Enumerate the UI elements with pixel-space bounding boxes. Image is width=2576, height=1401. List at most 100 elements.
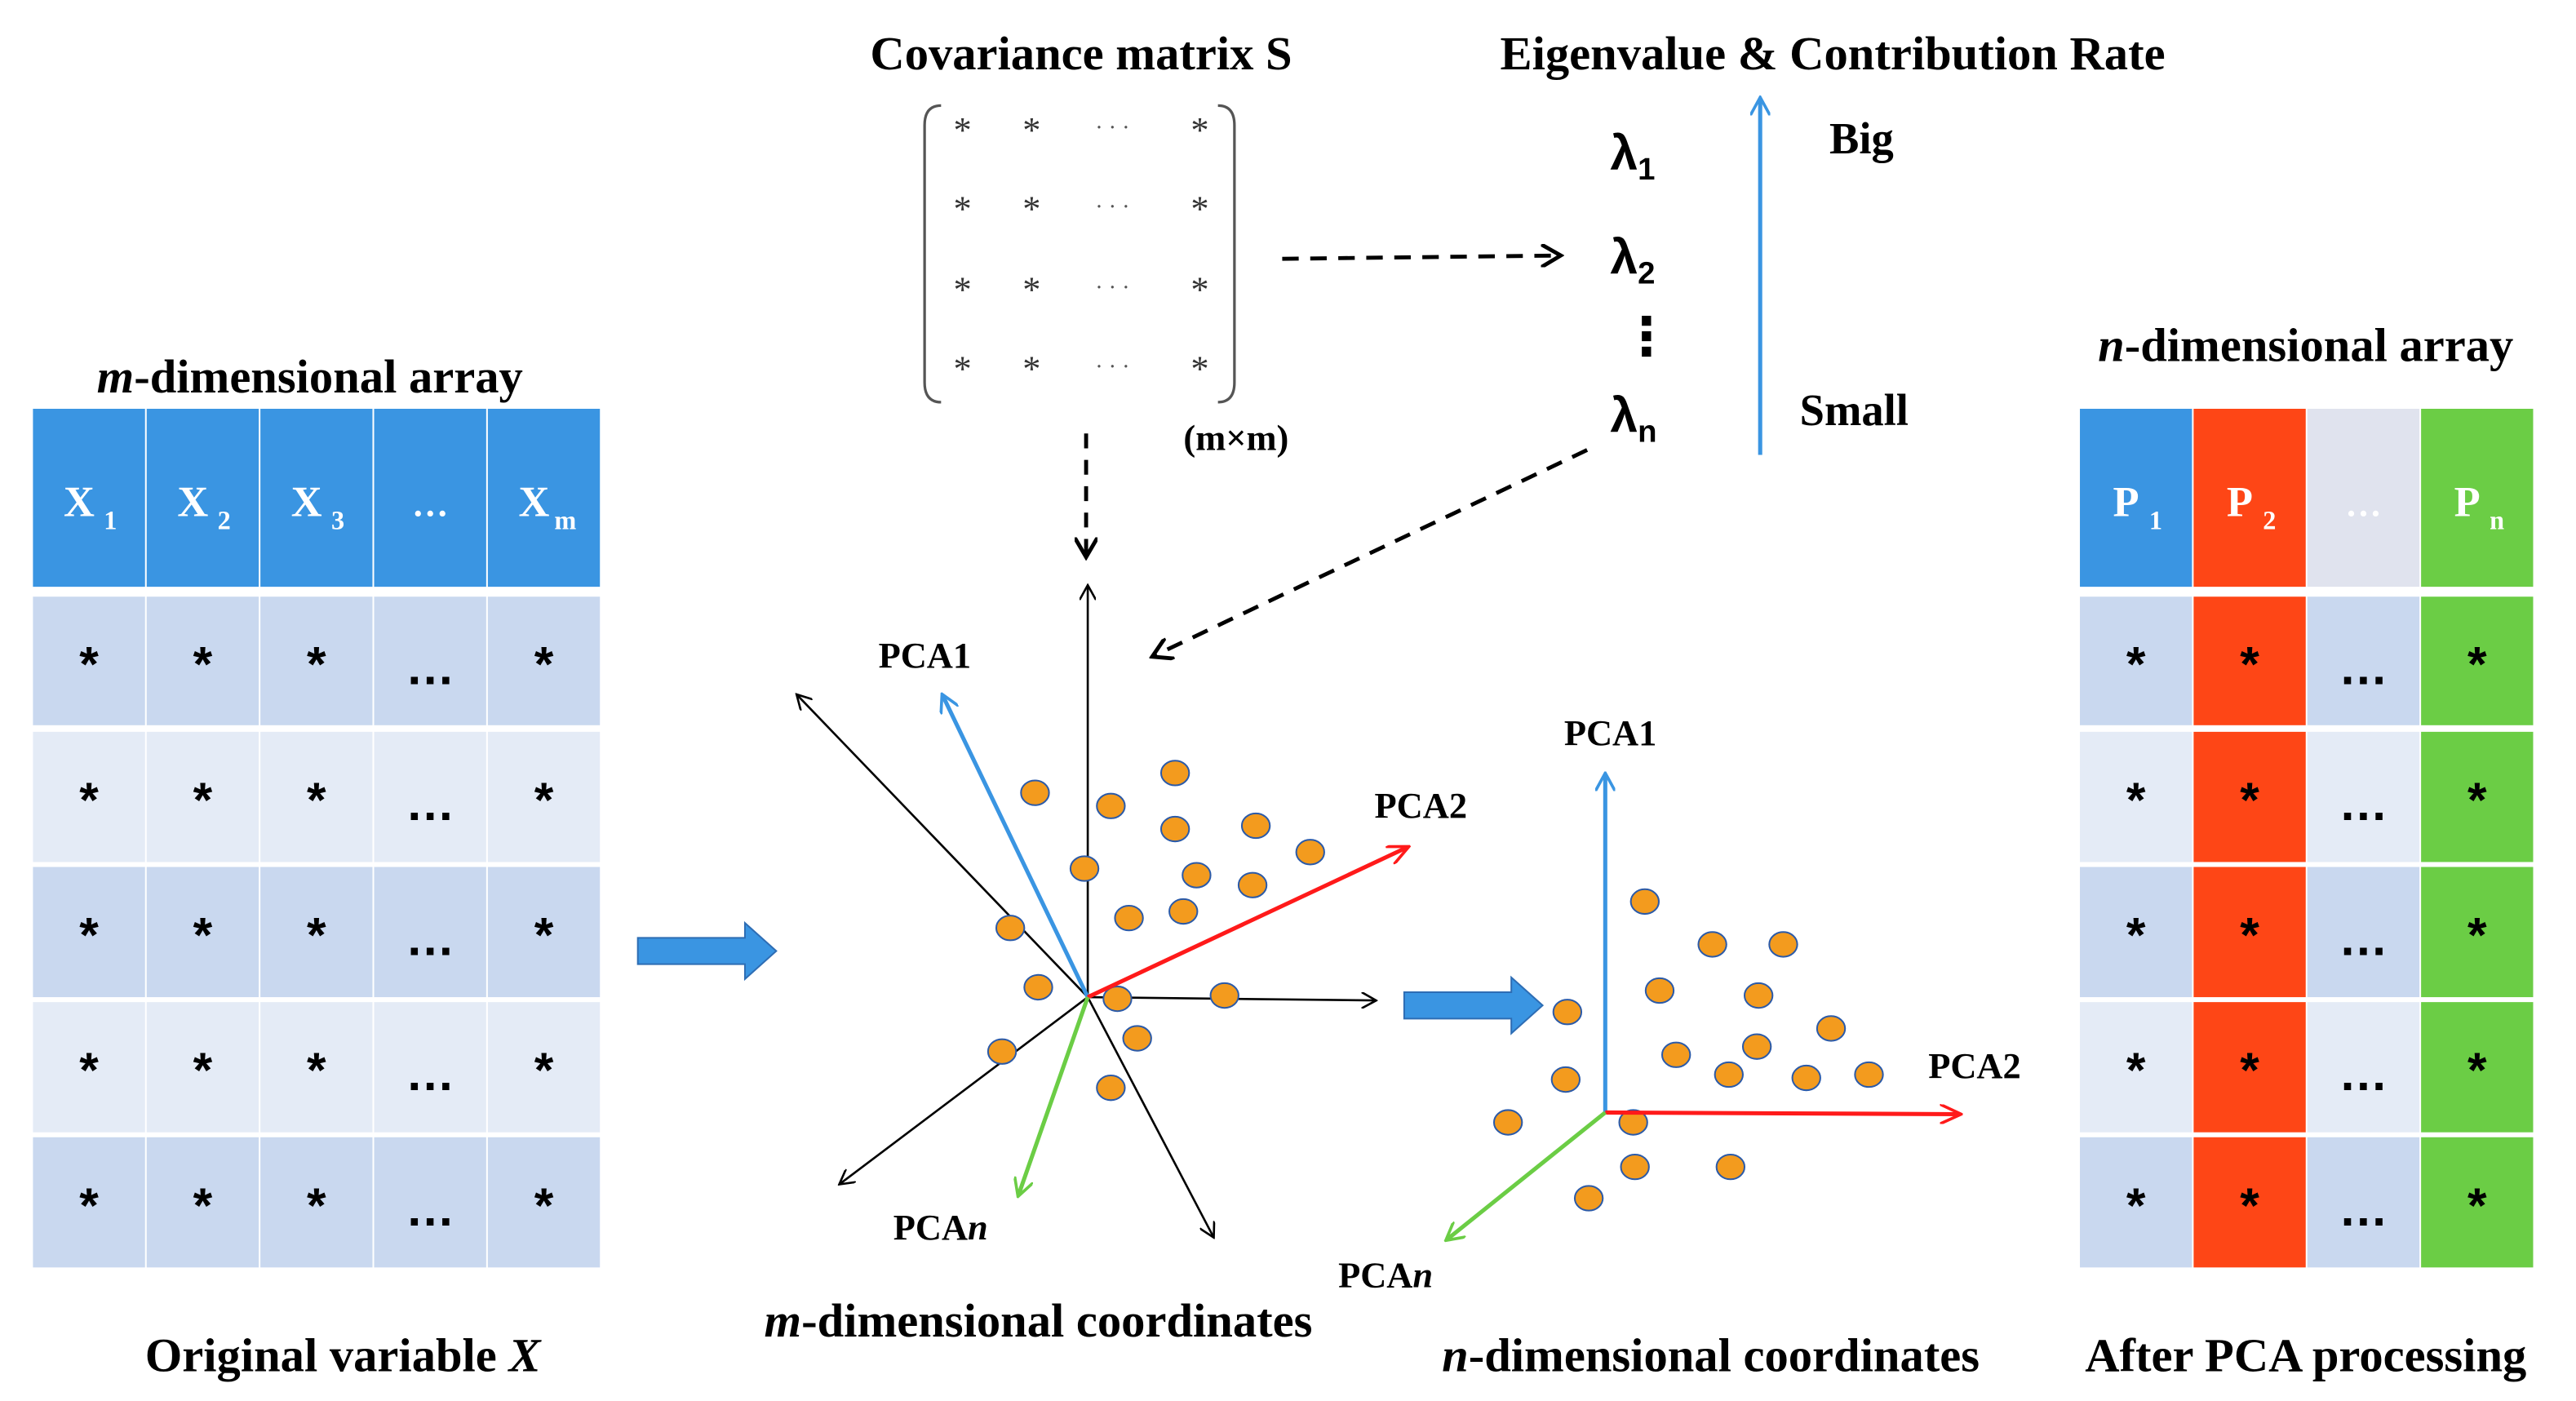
right-data-cell [2193, 731, 2306, 862]
left-data-cell [146, 596, 259, 725]
m-pcan-label: PCAn [893, 1207, 988, 1248]
scatter-point [1114, 904, 1144, 932]
left-caption-text: Original variable [145, 1329, 509, 1382]
right-data-cell [2307, 1137, 2420, 1268]
left-star: * [534, 636, 554, 691]
scatter-point [1550, 1066, 1581, 1093]
n-pcan-axis [1447, 1111, 1607, 1239]
left-ellipsis: … [406, 775, 455, 831]
right-header-sub: n [2490, 505, 2504, 534]
left-star: * [534, 907, 554, 963]
left-data-cell [260, 731, 373, 862]
left-ellipsis: … [406, 1045, 455, 1101]
left-star: * [307, 772, 326, 827]
left-header-sub: 2 [218, 505, 231, 534]
right-data-cell [2421, 1137, 2534, 1268]
right-table-title: n-dimensional array [2098, 318, 2513, 371]
right-data-cell [2080, 596, 2192, 725]
left-header-label: X [177, 478, 208, 525]
right-header-sub: 2 [2263, 505, 2276, 534]
block-arrow-2 [1403, 975, 1545, 1035]
right-header-cell [2193, 408, 2306, 587]
left-data-cell [33, 596, 145, 725]
left-ellipsis: … [406, 911, 455, 966]
right-star: * [2467, 772, 2487, 827]
matrix-right-bracket [1217, 104, 1236, 404]
right-data-cell [2421, 731, 2534, 862]
left-data-cell [374, 1137, 486, 1268]
left-header-sub: 3 [331, 505, 344, 534]
scatter-point [1102, 985, 1133, 1013]
left-header-cell [487, 408, 601, 587]
n-pca2-label: PCA2 [1928, 1045, 2021, 1086]
scatter-point [1295, 839, 1325, 866]
left-star: * [307, 1177, 326, 1233]
left-ellipsis: … [406, 1181, 455, 1236]
right-data-cell [2421, 867, 2534, 998]
matrix-star: * [953, 348, 971, 389]
dashed-arrow-eigen-to-coords [1154, 448, 1589, 655]
right-star: * [2240, 1042, 2259, 1097]
right-data-cell [2080, 731, 2192, 862]
left-data-cell [487, 731, 601, 862]
matrix-star: * [953, 269, 971, 310]
scatter-point [1552, 999, 1583, 1026]
scatter-point [1240, 812, 1271, 840]
left-header-label: X [64, 478, 95, 525]
scatter-point [1237, 871, 1268, 898]
scatter-point [1182, 862, 1212, 889]
left-data-cell [33, 1002, 145, 1133]
matrix-star: * [1022, 348, 1040, 389]
right-data-cell [2193, 867, 2306, 998]
left-table-caption: Original variable X [145, 1329, 543, 1382]
left-star: * [79, 772, 99, 827]
right-star: * [2240, 772, 2259, 827]
left-data-cell [487, 1002, 601, 1133]
scatter-point [987, 1038, 1018, 1065]
scatter-point [1096, 792, 1126, 819]
matrix-star: * [953, 109, 971, 150]
left-table-title: m-dimensional array [97, 350, 523, 403]
right-header-cell [2080, 408, 2192, 587]
lambda-2: λ2 [1610, 228, 1655, 290]
left-header-cell [33, 408, 145, 587]
n-dimensional-coordinates: PCA1 PCA2 PCAn n-dimensional coordinates [1338, 712, 2021, 1382]
scatter-point [1741, 1033, 1772, 1060]
matrix-star: * [1190, 188, 1208, 229]
scatter-point [1715, 1153, 1746, 1181]
left-data-cell [260, 1002, 373, 1133]
left-data-cell [146, 731, 259, 862]
left-star: * [79, 1177, 99, 1233]
m-pcan-axis [1018, 996, 1090, 1195]
left-header-sub: m [554, 505, 576, 534]
right-star: * [2126, 907, 2146, 963]
matrix-size-label: (m×m) [1183, 417, 1288, 458]
n-pca2-axis [1605, 1112, 1959, 1114]
scatter-point [1768, 931, 1798, 958]
right-data-cell [2307, 596, 2420, 725]
block-arrow-1 [636, 920, 778, 982]
left-header-label: X [291, 478, 322, 525]
right-data-cell [2307, 867, 2420, 998]
small-label: Small [1800, 385, 1909, 435]
left-star: * [193, 772, 213, 827]
right-star: * [2240, 1177, 2259, 1233]
left-star: * [193, 1042, 213, 1097]
left-data-cell [487, 867, 601, 998]
left-data-cell [33, 867, 145, 998]
left-header-cell [374, 408, 486, 587]
matrix-dots: · · · [1095, 195, 1129, 220]
dashed-arrow-matrix-to-eigen [1282, 255, 1558, 259]
n-pca1-label: PCA1 [1564, 712, 1657, 753]
m-axis-upper-left [798, 695, 1089, 998]
scatter-point [1618, 1109, 1648, 1136]
covariance-title: Covariance matrix S [870, 27, 1292, 80]
matrix-dots: · · · [1095, 276, 1129, 301]
eigenvalue-panel: Eigenvalue & Contribution Rate λ1 λ2 ⋮ λ… [1501, 27, 2166, 455]
right-ellipsis: … [2339, 911, 2388, 966]
scatter-point [1069, 855, 1100, 882]
left-ellipsis: … [406, 639, 455, 694]
left-star: * [534, 1177, 554, 1233]
matrix-star: * [1022, 269, 1040, 310]
